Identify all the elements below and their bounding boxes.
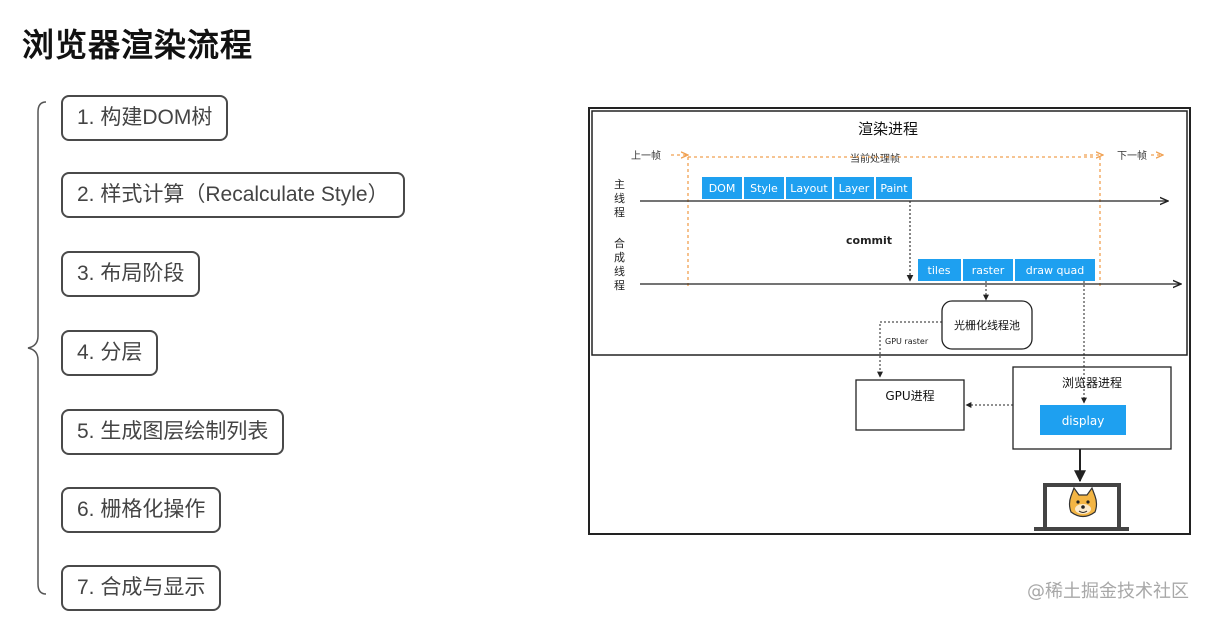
stage-tiles [918, 259, 961, 281]
svg-text:线: 线 [614, 264, 625, 278]
stage-paint-label: Paint [880, 182, 908, 195]
doge-icon [1068, 486, 1098, 518]
step-rasterize: 6. 栅格化操作 [61, 487, 222, 533]
stage-draw-quad-label: draw quad [1026, 264, 1084, 277]
frame-boundaries [671, 155, 1163, 287]
main-thread-label: 主 线 程 [614, 178, 625, 219]
prev-frame-label: 上一帧 [631, 149, 661, 162]
stage-layout-label: Layout [790, 182, 828, 195]
next-frame-label: 下一帧 [1117, 149, 1147, 162]
step-style-calc: 2. 样式计算（Recalculate Style） [61, 172, 405, 218]
stage-dom [702, 177, 742, 199]
browser-process-label: 浏览器进程 [1062, 375, 1122, 390]
gpu-process-box [855, 379, 965, 431]
stage-dom-label: DOM [709, 182, 736, 195]
svg-text:程: 程 [614, 279, 625, 292]
monitor-icon [1034, 483, 1129, 531]
watermark: @稀土掘金技术社区 [1027, 581, 1189, 602]
render-diagram: 渲染进程 上一帧 当前处理帧 下一帧 主 线 程 合 成 线 程 DOM Sty… [588, 107, 1191, 535]
render-process-title: 渲染进程 [858, 120, 918, 138]
step-composite-display: 7. 合成与显示 [61, 565, 222, 611]
svg-text:程: 程 [614, 206, 625, 219]
display-box [1040, 405, 1126, 435]
svg-text:合: 合 [614, 236, 625, 250]
render-process-box [591, 110, 1188, 356]
step-paint-list: 5. 生成图层绘制列表 [61, 409, 285, 455]
gpu-process-label: GPU进程 [885, 388, 934, 403]
page-title: 浏览器渲染流程 [22, 26, 254, 64]
current-frame-label: 当前处理帧 [850, 152, 900, 165]
stage-raster [963, 259, 1013, 281]
stage-style [744, 177, 784, 199]
stage-raster-label: raster [972, 264, 1005, 277]
stage-paint [876, 177, 912, 199]
commit-label: commit [846, 234, 892, 247]
svg-text:主: 主 [614, 178, 625, 191]
step-layout: 3. 布局阶段 [61, 251, 201, 297]
gpu-raster-label: GPU raster [885, 337, 929, 346]
stage-layout [786, 177, 832, 199]
svg-text:成: 成 [614, 251, 625, 264]
svg-text:线: 线 [614, 191, 625, 205]
step-build-dom: 1. 构建DOM树 [61, 95, 229, 141]
list-brace [27, 101, 47, 595]
step-layer: 4. 分层 [61, 330, 159, 376]
gpu-raster-arrow [877, 321, 942, 378]
stage-draw-quad [1015, 259, 1095, 281]
stage-layer-label: Layer [839, 182, 870, 195]
stage-tiles-label: tiles [928, 264, 951, 277]
display-label: display [1062, 414, 1105, 428]
stage-layer [834, 177, 874, 199]
stage-style-label: Style [750, 182, 778, 195]
raster-pool-label: 光栅化线程池 [954, 318, 1020, 332]
compositor-thread-label: 合 成 线 程 [614, 236, 625, 292]
raster-pool-box [941, 300, 1033, 350]
